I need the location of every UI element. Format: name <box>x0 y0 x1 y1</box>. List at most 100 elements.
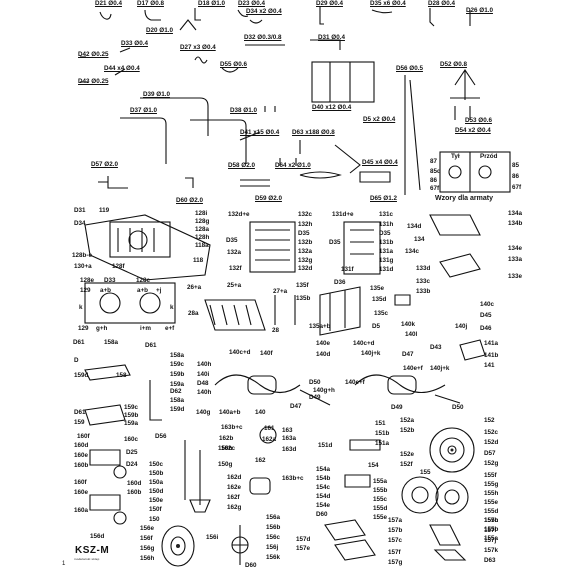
part-label: 152 <box>484 417 495 424</box>
part-label: k <box>79 304 83 311</box>
part-label: 140c <box>480 301 495 308</box>
part-label: 157j <box>484 537 497 544</box>
part-label: 156k <box>266 554 281 561</box>
part-label: 140c+d <box>229 349 251 356</box>
part-label: D43 <box>430 344 442 351</box>
label-d56: D56 Ø0.5 <box>396 65 423 72</box>
label-d44: D44 x4 Ø0.4 <box>104 65 140 72</box>
part-label: 129 <box>80 287 91 294</box>
part-label: D57 <box>484 450 496 457</box>
part-label: D62 <box>170 388 182 395</box>
part-label: 155a <box>484 535 499 542</box>
d45-strip <box>359 171 391 183</box>
part-label: 159a <box>170 381 185 388</box>
part-label: 156j <box>266 544 279 551</box>
part-label: a+b <box>100 287 112 294</box>
ladder-28 <box>204 299 266 331</box>
part-label: 157d <box>296 536 311 543</box>
part-label: 150h <box>218 445 233 452</box>
armature-code: 67f <box>430 185 440 192</box>
part-label: D35 <box>329 239 341 246</box>
part-label: 150e <box>149 497 164 504</box>
part-label: D33 <box>104 277 116 284</box>
part-label: 160e <box>74 489 89 496</box>
wire-d20 <box>179 19 197 31</box>
armature-caption: Wzory dla armaty <box>435 195 493 202</box>
part-label: 140e+f <box>403 365 423 372</box>
label-d59: D59 Ø2.0 <box>255 195 282 202</box>
part-label: 152g <box>484 460 499 467</box>
idler-156 <box>161 525 195 567</box>
logo: KSZ-M <box>75 545 110 556</box>
part-label: 157a <box>388 517 403 524</box>
part-label: 155d <box>484 508 499 515</box>
part-label: 151 <box>375 420 386 427</box>
label-d39: D39 Ø1.0 <box>143 91 170 98</box>
part-label: D61 <box>74 409 86 416</box>
d5-bracket <box>334 144 361 174</box>
part-label: 162f <box>227 494 240 501</box>
label-d38: D38 Ø1.0 <box>230 107 257 114</box>
part-label: 156b <box>266 524 281 531</box>
part-label: 155c <box>373 496 388 503</box>
part-label: 162g <box>227 504 242 511</box>
part-label: 155b <box>373 487 388 494</box>
part-label: 152d <box>484 439 499 446</box>
part-label: 132g <box>298 257 313 264</box>
part-label: 128e <box>80 277 95 284</box>
label-d54: D54 x2 Ø0.4 <box>455 127 491 134</box>
part-label: 154d <box>316 493 331 500</box>
part-label: 154b <box>316 475 331 482</box>
label-d63: D63 x188 Ø0.8 <box>292 129 335 136</box>
part-label: 162d <box>227 474 242 481</box>
part-label: 133b <box>416 288 431 295</box>
part-label: 28a <box>188 310 199 317</box>
label-d53: D53 Ø0.6 <box>465 117 492 124</box>
part-label: 152c <box>484 429 499 436</box>
part-label: 150 <box>149 516 160 523</box>
part-label: 160c <box>124 436 139 443</box>
part-154 <box>344 474 371 488</box>
part-151 <box>349 439 381 451</box>
part-label: 152a <box>400 417 415 424</box>
part-label: 128c <box>136 277 151 284</box>
part-label: 134b <box>508 220 523 227</box>
part-label: 154 <box>368 462 379 469</box>
label-d20: D20 Ø1.0 <box>146 27 173 34</box>
label-d28: D28 Ø0.4 <box>428 0 455 7</box>
part-label: D35 <box>226 237 238 244</box>
part-label: 140l <box>405 331 418 338</box>
exhaust-140 <box>214 374 301 394</box>
page-number: 1 <box>62 561 66 567</box>
part-label: 133e <box>508 273 523 280</box>
part-label: D49 <box>309 394 321 401</box>
part-133 <box>439 253 481 278</box>
part-label: 155d <box>373 505 388 512</box>
label-d42: D42 Ø0.25 <box>78 51 109 58</box>
part-162 <box>249 477 271 495</box>
label-d34: D34 x2 Ø0.4 <box>246 8 282 15</box>
wire-d27 <box>194 56 208 64</box>
wheel-152 <box>429 427 475 473</box>
idler-shaft <box>232 525 248 565</box>
part-label: 158a <box>170 352 185 359</box>
label-d57: D57 Ø2.0 <box>91 161 118 168</box>
part-label: 160d <box>127 480 142 487</box>
part-label: 163b+c <box>282 475 304 482</box>
part-label: 159a <box>124 420 139 427</box>
hull-131 <box>343 221 381 275</box>
part-label: 132c <box>298 211 313 218</box>
part-label: 140a+b <box>219 409 241 416</box>
part-label: 131f <box>341 266 354 273</box>
part-label: 140j <box>455 323 468 330</box>
part-label: 133d <box>416 265 431 272</box>
part-label: 155a <box>373 478 388 485</box>
part-label: 155e <box>373 514 388 521</box>
part-label: D45 <box>480 312 492 319</box>
wire-d37 <box>120 117 167 164</box>
part-label: 132a <box>227 249 242 256</box>
part-label: +j <box>156 287 162 294</box>
part-label: 135f <box>296 282 309 289</box>
part-label: 162a <box>262 436 277 443</box>
part-label: 155h <box>484 490 499 497</box>
